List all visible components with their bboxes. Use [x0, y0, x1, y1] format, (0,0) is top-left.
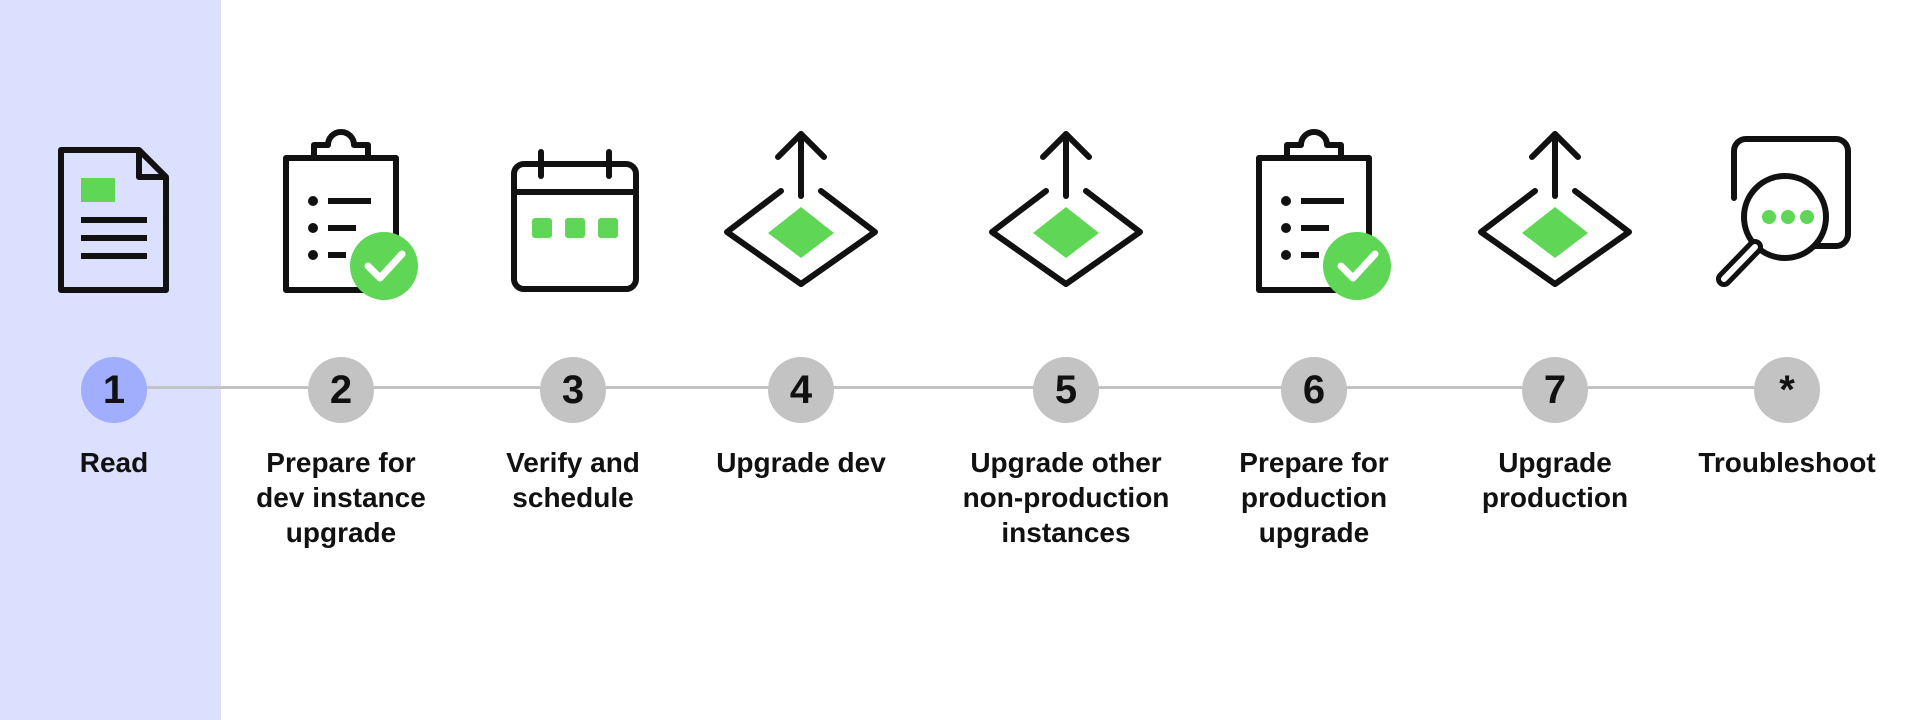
- step-label: Prepare for production upgrade: [1239, 447, 1389, 548]
- step-badge: 2: [308, 357, 374, 423]
- step-3[interactable]: 3 Verify and schedule: [453, 0, 693, 720]
- step-badge: *: [1754, 357, 1820, 423]
- step-label: Upgrade production: [1481, 447, 1629, 513]
- step-label: Prepare for dev instance upgrade: [256, 447, 426, 548]
- step-4[interactable]: 4 Upgrade dev: [681, 0, 921, 720]
- upgrade-arrow-icon: [971, 120, 1161, 310]
- step-badge: 6: [1281, 357, 1347, 423]
- step-label: Read: [79, 447, 149, 478]
- step-2[interactable]: 2 Prepare for dev instance upgrade: [221, 0, 461, 720]
- step-label: Verify and schedule: [506, 447, 640, 513]
- upgrade-arrow-icon: [1460, 120, 1650, 310]
- clipboard-check-icon: [246, 120, 436, 310]
- step-label: Upgrade other non-production instances: [962, 447, 1170, 548]
- magnifier-search-icon: [1692, 120, 1882, 310]
- clipboard-check-icon: [1219, 120, 1409, 310]
- step-7[interactable]: 7 Upgrade production: [1435, 0, 1675, 720]
- step-6[interactable]: 6 Prepare for production upgrade: [1194, 0, 1434, 720]
- step-1[interactable]: 1 Read: [0, 0, 234, 720]
- document-icon: [19, 120, 209, 310]
- step-5[interactable]: 5 Upgrade other non-production instances: [946, 0, 1186, 720]
- step-badge: 7: [1522, 357, 1588, 423]
- step-badge: 1: [81, 357, 147, 423]
- timeline-line: [112, 386, 1787, 389]
- step-badge: 3: [540, 357, 606, 423]
- step-label: Troubleshoot: [1698, 447, 1876, 478]
- step-label: Upgrade dev: [716, 447, 886, 478]
- upgrade-arrow-icon: [706, 120, 896, 310]
- step-troubleshoot[interactable]: * Troubleshoot: [1667, 0, 1907, 720]
- calendar-icon: [478, 120, 668, 310]
- step-badge: 5: [1033, 357, 1099, 423]
- step-badge: 4: [768, 357, 834, 423]
